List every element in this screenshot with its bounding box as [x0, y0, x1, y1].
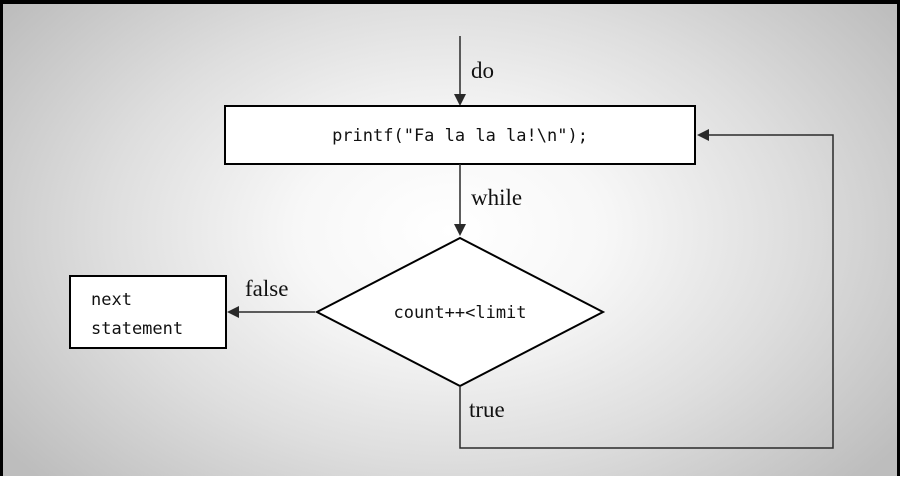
- do-arrowhead: [454, 94, 466, 106]
- do-while-flowchart: do printf("Fa la la la!\n"); while count…: [69, 36, 834, 449]
- while-label: while: [471, 185, 522, 210]
- true-loop-line: [459, 134, 834, 449]
- statement-text: printf("Fa la la la!\n");: [332, 126, 588, 146]
- next-statement-box: [69, 275, 227, 349]
- do-label: do: [471, 58, 494, 83]
- true-label: true: [469, 397, 505, 422]
- false-arrowhead: [227, 306, 239, 318]
- false-label: false: [245, 276, 288, 301]
- condition-text: count++<limit: [393, 303, 526, 323]
- true-loop-arrowhead: [697, 129, 709, 141]
- while-arrowhead: [454, 224, 466, 236]
- next-statement-line2: statement: [91, 319, 183, 339]
- next-statement-line1: next: [91, 290, 132, 310]
